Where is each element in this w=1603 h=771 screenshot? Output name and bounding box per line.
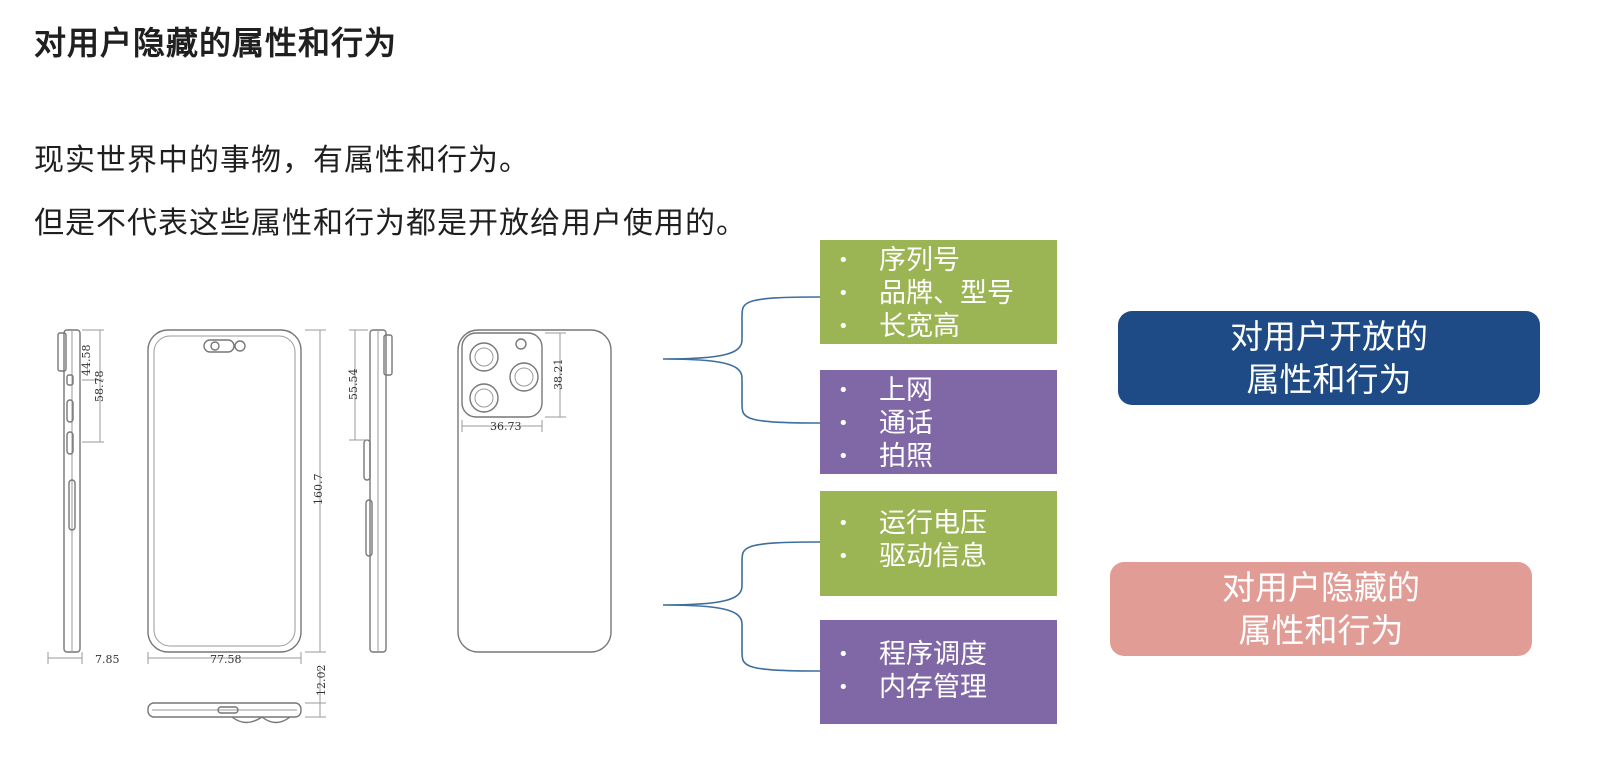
phone-bottom-view bbox=[147, 668, 326, 724]
dimension-front-height: 160.7 bbox=[312, 474, 325, 506]
dimension-camera-height: 38.21 bbox=[552, 359, 565, 391]
hidden-behaviors-box: •程序调度 •内存管理 bbox=[820, 620, 1057, 724]
list-item: •上网 bbox=[838, 375, 933, 406]
second-paragraph: 但是不代表这些属性和行为都是开放给用户使用的。 bbox=[34, 206, 747, 241]
list-item: •通话 bbox=[838, 408, 933, 439]
page-heading: 对用户隐藏的属性和行为 bbox=[34, 24, 398, 62]
list-item: •拍照 bbox=[838, 441, 933, 472]
list-item: •序列号 bbox=[838, 245, 960, 276]
phone-front-view bbox=[147, 329, 326, 664]
list-item: •内存管理 bbox=[838, 672, 987, 703]
phone-side-view-left bbox=[47, 329, 104, 664]
dimension-camera-width: 36.73 bbox=[490, 420, 522, 433]
dimension-side-mid: 58.78 bbox=[93, 371, 106, 403]
phone-back-view bbox=[457, 329, 612, 653]
dimension-side-width: 7.85 bbox=[95, 653, 120, 666]
list-item: •长宽高 bbox=[838, 311, 960, 342]
list-item: •品牌、型号 bbox=[838, 278, 1014, 309]
list-item: •运行电压 bbox=[838, 508, 987, 539]
dimension-right-side: 55.54 bbox=[347, 369, 360, 401]
open-category-label: 对用户开放的 属性和行为 bbox=[1118, 311, 1540, 405]
dimension-side-top: 44.58 bbox=[80, 345, 93, 377]
hidden-category-label: 对用户隐藏的 属性和行为 bbox=[1110, 562, 1532, 656]
open-attributes-box: •序列号 •品牌、型号 •长宽高 bbox=[820, 240, 1057, 344]
phone-side-view-right bbox=[349, 329, 393, 653]
dimension-bottom-thickness: 12.02 bbox=[315, 665, 328, 697]
hidden-attributes-box: •运行电压 •驱动信息 bbox=[820, 491, 1057, 596]
list-item: •驱动信息 bbox=[838, 541, 987, 572]
intro-paragraph: 现实世界中的事物，有属性和行为。 bbox=[34, 143, 530, 178]
dimension-front-width: 77.58 bbox=[210, 653, 242, 666]
open-behaviors-box: •上网 •通话 •拍照 bbox=[820, 370, 1057, 474]
list-item: •程序调度 bbox=[838, 639, 987, 670]
